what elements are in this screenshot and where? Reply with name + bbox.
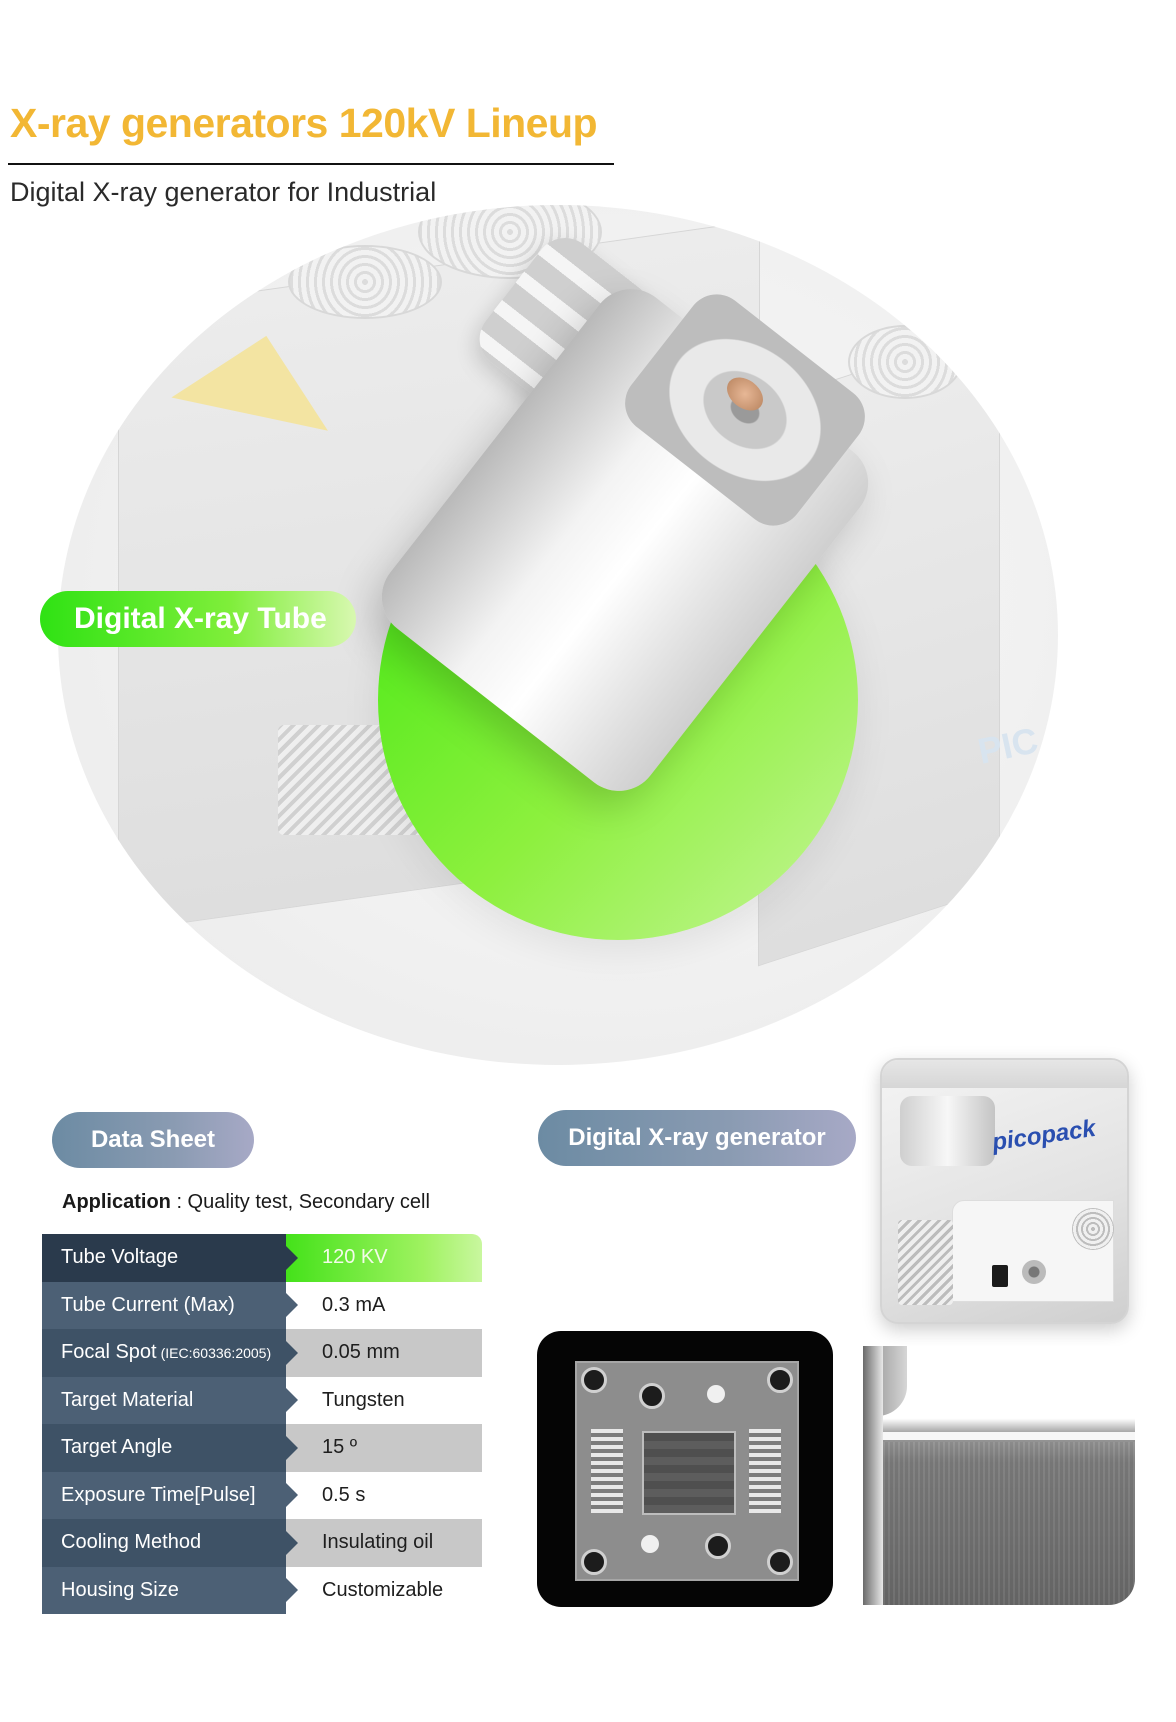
product-vent (898, 1220, 953, 1305)
data-sheet-badge: Data Sheet (52, 1112, 254, 1168)
table-row: Housing Size Customizable (42, 1566, 482, 1614)
brand-logo: picopack (990, 1114, 1098, 1157)
title-divider (8, 163, 614, 165)
spec-value: 15 º (286, 1424, 482, 1472)
chip-package (575, 1361, 799, 1581)
chip-die (642, 1431, 736, 1515)
spec-value: 0.05 mm (286, 1329, 482, 1377)
via-hole (581, 1549, 607, 1575)
table-row: Target Material Tungsten (42, 1376, 482, 1424)
pin-row-right (749, 1429, 781, 1513)
cell-band (863, 1432, 1135, 1440)
product-image: picopack (880, 1058, 1129, 1324)
page-title: X-ray generators 120kV Lineup (10, 100, 598, 146)
via-hole (767, 1549, 793, 1575)
spec-value: Tungsten (286, 1376, 482, 1424)
table-row: Target Angle 15 º (42, 1424, 482, 1472)
spec-value: 120 KV (286, 1234, 482, 1282)
table-row: Cooling Method Insulating oil (42, 1519, 482, 1567)
application-line: Application : Quality test, Secondary ce… (62, 1191, 430, 1214)
page-subtitle: Digital X-ray generator for Industrial (10, 177, 437, 207)
xray-chip-image (537, 1331, 833, 1607)
spec-label: Tube Current (Max) (42, 1281, 286, 1329)
cell-layers (863, 1442, 1135, 1605)
pad (707, 1385, 725, 1403)
spec-value: Insulating oil (286, 1519, 482, 1567)
spec-table: Tube Voltage 120 KV Tube Current (Max) 0… (42, 1234, 482, 1614)
product-tube (900, 1096, 995, 1166)
table-row: Tube Voltage 120 KV (42, 1234, 482, 1282)
top-port (288, 245, 442, 319)
spec-value: Customizable (286, 1566, 482, 1614)
spec-label: Focal Spot(IEC:60336:2005) (42, 1329, 286, 1377)
tube-label-badge: Digital X-ray Tube (40, 591, 356, 647)
connector-port (1022, 1260, 1046, 1284)
via-hole (581, 1367, 607, 1393)
table-row: Exposure Time[Pulse] 0.5 s (42, 1471, 482, 1519)
application-value: : Quality test, Secondary cell (170, 1191, 430, 1213)
power-switch (992, 1265, 1008, 1287)
spec-label: Exposure Time[Pulse] (42, 1471, 286, 1519)
spec-value: 0.3 mA (286, 1281, 482, 1329)
table-row: Tube Current (Max) 0.3 mA (42, 1281, 482, 1329)
application-label: Application (62, 1191, 171, 1213)
pin-row-left (591, 1429, 623, 1513)
spec-note: (IEC:60336:2005) (160, 1344, 272, 1361)
xray-cell-image (863, 1346, 1135, 1605)
product-fan (1072, 1208, 1114, 1250)
spec-label: Housing Size (42, 1566, 286, 1614)
spec-value: 0.5 s (286, 1471, 482, 1519)
fan-grille-right (848, 325, 962, 399)
product-top-panel (882, 1060, 1127, 1088)
via-hole (767, 1367, 793, 1393)
spec-label: Target Angle (42, 1424, 286, 1472)
generator-badge: Digital X-ray generator (538, 1110, 856, 1166)
spec-label: Cooling Method (42, 1519, 286, 1567)
spec-label: Target Material (42, 1376, 286, 1424)
table-row: Focal Spot(IEC:60336:2005) 0.05 mm (42, 1329, 482, 1377)
pad (641, 1535, 659, 1553)
via-hole (639, 1383, 665, 1409)
spec-label: Tube Voltage (42, 1234, 286, 1282)
cell-edge (863, 1346, 883, 1605)
via-hole (705, 1533, 731, 1559)
